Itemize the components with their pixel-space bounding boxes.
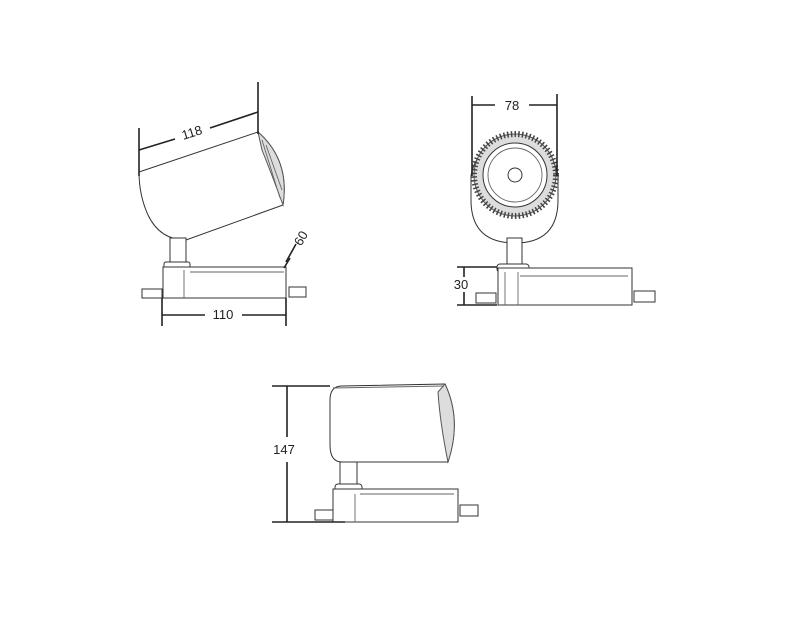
front-stem — [506, 237, 523, 265]
dim-147: 147 — [273, 442, 295, 457]
side-clip-right — [459, 504, 479, 517]
tilted-clip-right — [288, 286, 307, 298]
dim-30: 30 — [454, 277, 468, 292]
front-led — [507, 167, 523, 183]
front-clip-left — [475, 292, 497, 304]
side-cylinder — [329, 383, 455, 463]
front-clip-right — [633, 290, 656, 303]
tilted-side-view: 118 60 110 — [138, 82, 311, 326]
side-lens — [437, 383, 455, 464]
dim-78: 78 — [505, 98, 519, 113]
side-view: 147 — [272, 383, 479, 523]
dim-118: 118 — [180, 122, 204, 142]
side-clip-left — [314, 509, 334, 521]
dim-60: 60 — [291, 228, 311, 248]
side-stem — [339, 461, 358, 487]
side-base — [332, 488, 459, 523]
front-view: 78 30 — [454, 94, 656, 306]
tilted-stem — [169, 237, 187, 264]
dim-110: 110 — [213, 307, 234, 322]
front-base — [497, 267, 633, 306]
tilted-clip-left — [141, 288, 163, 299]
